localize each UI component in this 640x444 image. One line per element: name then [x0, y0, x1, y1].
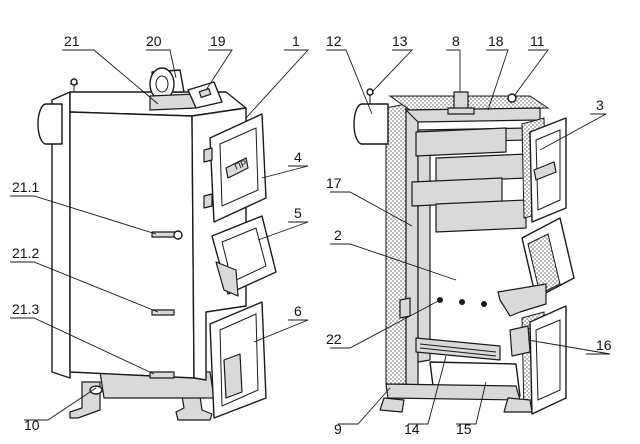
drain-valve — [89, 385, 103, 395]
label-4: 4 — [294, 149, 302, 165]
label-18: 18 — [488, 33, 504, 49]
label-14: 14 — [404, 421, 420, 437]
supply-outlet-flange — [447, 107, 475, 115]
cutaway-leg-right — [503, 397, 533, 413]
air-hole-2 — [459, 299, 465, 305]
exchanger-shelf-1 — [415, 127, 507, 157]
ash-door-lower-inner — [219, 313, 259, 407]
seal-16 — [509, 325, 531, 357]
blower-fan — [149, 67, 197, 111]
right-door-3-inner — [535, 129, 561, 211]
boiler-exterior: ПР — [37, 67, 277, 421]
label-1: 1 — [292, 33, 300, 49]
label-13: 13 — [392, 33, 408, 49]
label-2: 2 — [334, 227, 342, 243]
door-handle-upper — [225, 157, 249, 179]
loading-door-upper-inner — [219, 127, 259, 207]
right-door-middle-insulation — [527, 233, 561, 295]
air-hole-3 — [481, 301, 487, 307]
bottom-plate-9 — [385, 383, 521, 401]
deflector — [497, 283, 547, 317]
boiler-front-panel — [69, 111, 195, 379]
boiler-cutaway — [353, 88, 575, 415]
door-latch-21-2 — [151, 309, 175, 316]
door-hinge-upper-2 — [203, 193, 213, 209]
label-22: 22 — [326, 331, 342, 347]
label-20: 20 — [146, 33, 162, 49]
top-fitting-cap — [70, 78, 78, 86]
label-21-3: 21.3 — [12, 301, 39, 317]
boiler-side-panel — [51, 91, 71, 379]
label-16: 16 — [596, 337, 612, 353]
right-door-lower-inner — [535, 319, 561, 401]
flue-pipe-cut — [362, 103, 389, 145]
flue-pipe — [46, 103, 63, 145]
valve-13-cap — [366, 88, 374, 96]
label-12: 12 — [326, 33, 342, 49]
door-latch-21-1-knob — [173, 230, 183, 240]
label-8: 8 — [452, 33, 460, 49]
right-door-3-handle — [533, 161, 557, 181]
label-5: 5 — [294, 205, 302, 221]
label-21: 21 — [64, 33, 80, 49]
insulation-left-wall — [385, 103, 407, 385]
ash-door-handle — [223, 353, 243, 399]
door-latch-21-1 — [151, 231, 177, 238]
label-15: 15 — [456, 421, 472, 437]
callout-labels: 21 20 19 1 4 5 6 21.1 21.2 21.3 10 12 13… — [12, 33, 612, 437]
label-17: 17 — [326, 175, 342, 191]
grate-14-lines — [419, 343, 497, 357]
label-6: 6 — [294, 303, 302, 319]
label-3: 3 — [596, 97, 604, 113]
label-9: 9 — [334, 421, 342, 437]
middle-door-handle — [215, 261, 239, 297]
exchanger-shelf-2 — [435, 153, 527, 183]
leader-lines — [10, 49, 611, 425]
right-door-lower — [529, 305, 567, 415]
boiler-leg-front-right — [175, 395, 213, 421]
chamber-bracket — [399, 297, 411, 319]
label-19: 19 — [210, 33, 226, 49]
label-10: 10 — [24, 417, 40, 433]
door-latch-21-3 — [149, 371, 175, 379]
cutaway-leg-left — [379, 397, 405, 413]
label-21-1: 21.1 — [12, 179, 39, 195]
exchanger-shelf-4 — [435, 199, 527, 233]
door-hinge-upper-1 — [203, 147, 213, 163]
label-21-2: 21.2 — [12, 245, 39, 261]
label-11: 11 — [530, 33, 545, 49]
controller-display — [198, 88, 212, 98]
door-badge: ПР — [233, 158, 248, 172]
